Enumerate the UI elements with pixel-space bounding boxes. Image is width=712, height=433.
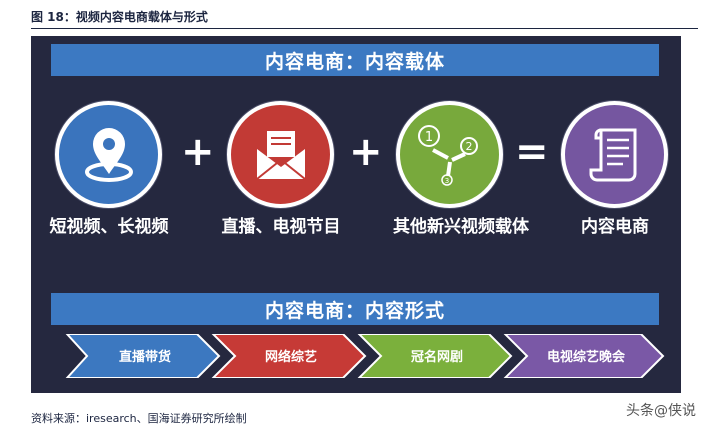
diagram-panel: 内容电商：内容载体 + + 1 2 3 =	[31, 36, 681, 393]
form-label-tv-gala: 电视综艺晚会	[547, 349, 626, 365]
step-number-3: 3	[444, 177, 448, 185]
envelope-icon	[255, 130, 306, 180]
carrier-label-video: 短视频、长视频	[49, 217, 169, 237]
plus-operator-2: +	[349, 129, 383, 175]
form-banner: 内容电商：内容形式	[51, 293, 659, 325]
result-label-commerce: 内容电商	[581, 217, 649, 237]
carrier-circle-emerging: 1 2 3	[396, 101, 503, 208]
figure-title: 图 18：视频内容电商载体与形式	[31, 10, 208, 24]
form-chevron-livestream: 直播带货	[65, 334, 221, 378]
form-chevron-tv-gala: 电视综艺晚会	[503, 334, 665, 378]
form-label-livestream: 直播带货	[119, 349, 171, 365]
location-pin-icon	[84, 127, 133, 182]
form-label-drama: 冠名网剧	[411, 349, 463, 365]
step-number-1: 1	[424, 130, 432, 145]
title-rule	[31, 28, 698, 29]
equals-operator: =	[515, 129, 549, 175]
plus-operator: +	[181, 129, 215, 175]
carrier-circle-live	[227, 101, 334, 208]
result-circle-commerce	[561, 101, 668, 208]
watermark: 头条@侠说	[626, 403, 696, 419]
carrier-circle-video	[55, 101, 162, 208]
step-number-2: 2	[465, 140, 472, 153]
carrier-label-emerging: 其他新兴视频载体	[393, 217, 529, 237]
form-chevron-row: 直播带货 网络综艺 冠名网剧 电视综艺晚会	[65, 334, 665, 378]
form-label-variety: 网络综艺	[265, 349, 317, 365]
scroll-icon	[589, 128, 636, 181]
form-chevron-variety: 网络综艺	[211, 334, 367, 378]
carrier-banner: 内容电商：内容载体	[51, 44, 659, 76]
source-note: 资料来源：iresearch、国海证券研究所绘制	[31, 412, 247, 425]
form-chevron-drama: 冠名网剧	[357, 334, 513, 378]
branching-steps-icon: 1 2 3	[417, 124, 478, 186]
carrier-label-live: 直播、电视节目	[221, 217, 341, 237]
